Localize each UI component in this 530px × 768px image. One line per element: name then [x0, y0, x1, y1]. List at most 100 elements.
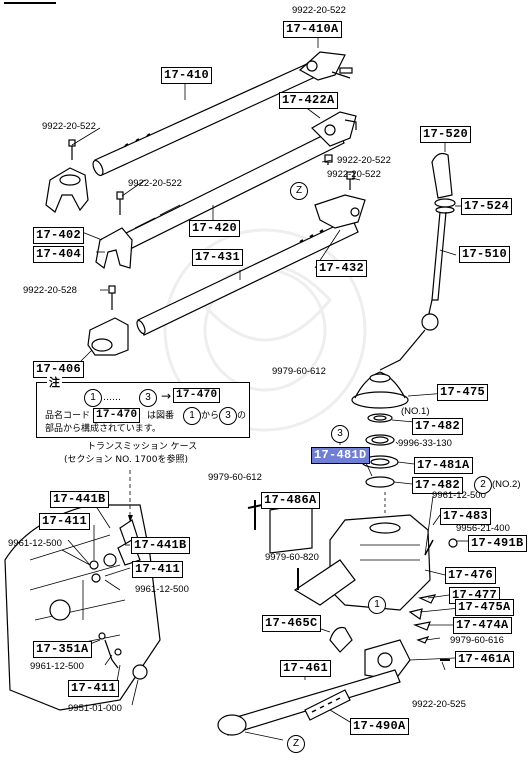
- bolt-text-9922-20-522-top: 9922-20-522: [292, 5, 346, 16]
- label-17-404[interactable]: 17-404: [33, 246, 85, 263]
- bolt-text-9922-20-522-left: 9922-20-522: [42, 121, 96, 132]
- label-17-491b[interactable]: 17-491B: [468, 535, 527, 552]
- note-line2-c: から: [201, 411, 220, 421]
- bolt-text-9961-12-500-bottom: 9961-12-500: [30, 661, 84, 672]
- note-line2-b: は図番: [147, 411, 175, 421]
- note-line2-d: の: [237, 411, 247, 421]
- label-17-524[interactable]: 17-524: [461, 198, 513, 215]
- label-17-481d[interactable]: 17-481D: [311, 447, 370, 464]
- small-parts: [408, 538, 458, 661]
- note-box: 注 1 …… 3 → 17-470 品名コード 17-470 は図番 1 から …: [36, 377, 250, 438]
- note-code-17-470[interactable]: 17-470: [93, 408, 141, 423]
- label-17-475a[interactable]: 17-475A: [455, 599, 514, 616]
- transmission-case-ref: (セクション NO. 1700を参照): [64, 455, 188, 465]
- bolt-text-9979-60-820: 9979-60-820: [265, 552, 319, 563]
- plug-9951-01-000: [98, 632, 148, 680]
- bolt-text-9979-60-612-top: 9979-60-612: [272, 366, 326, 377]
- bolt-text-9961-12-500-left: 9961-12-500: [8, 538, 62, 549]
- spring-17-490a: [304, 689, 351, 721]
- label-17-432[interactable]: 17-432: [316, 260, 368, 277]
- bolt-text-9922-20-528: 9922-20-528: [23, 285, 77, 296]
- bolt-text-9922-20-525: 9922-20-525: [412, 699, 466, 710]
- washer-17-482: [367, 413, 393, 423]
- label-17-402[interactable]: 17-402: [33, 227, 85, 244]
- label-17-461a[interactable]: 17-461A: [455, 651, 514, 668]
- shift-fork-17-406: [87, 285, 129, 356]
- bolt-text-9922-20-522-right: 9922-20-522: [337, 155, 391, 166]
- circle-mark-2: 2: [474, 476, 492, 494]
- arrow-icon: [128, 515, 133, 522]
- label-17-410a[interactable]: 17-410A: [283, 21, 342, 38]
- note-circle-1: 1: [84, 389, 102, 407]
- note-circle-1b: 1: [183, 407, 201, 425]
- label-17-482-no2[interactable]: 17-482: [412, 477, 464, 494]
- label-17-411-lower[interactable]: 17-411: [68, 680, 120, 697]
- gasket-17-486a: [269, 502, 313, 554]
- label-17-351a[interactable]: 17-351A: [33, 641, 92, 658]
- label-17-474a[interactable]: 17-474A: [453, 617, 512, 634]
- bolt-text-9979-60-612-left: 9979-60-612: [208, 472, 262, 483]
- note-heading: 注: [47, 376, 62, 389]
- label-17-510[interactable]: 17-510: [459, 246, 511, 263]
- bolt-text-9951-01-000: 9951-01-000: [68, 703, 122, 714]
- label-17-441b-lower[interactable]: 17-441B: [131, 537, 190, 554]
- label-17-482-no1[interactable]: 17-482: [412, 418, 464, 435]
- note-dots: ……: [103, 393, 121, 403]
- bolt-text-9996-33-130: 9996-33-130: [398, 438, 452, 449]
- label-17-465c[interactable]: 17-465C: [262, 615, 321, 632]
- transmission-case-title: トランスミッション ケース: [87, 442, 198, 452]
- note-line3: 部品から構成されています。: [45, 424, 161, 434]
- bolt-text-9956-21-400: 9956-21-400: [456, 523, 510, 534]
- note-line2-a: 品名コード: [45, 411, 91, 421]
- rod-17-461: [217, 669, 401, 736]
- rod-end-17-410a: [298, 51, 353, 81]
- washer-17-482-no2: [365, 476, 395, 488]
- bolt-text-9979-60-616: 9979-60-616: [450, 635, 504, 646]
- bolt-text-9961-12-500-right: 9961-12-500: [432, 490, 486, 501]
- note-ref-17-470[interactable]: 17-470: [173, 388, 221, 403]
- circle-mark-z-bottom: Z: [287, 735, 305, 753]
- label-17-410[interactable]: 17-410: [161, 67, 213, 84]
- shifter-housing: [293, 514, 431, 611]
- label-17-481a[interactable]: 17-481A: [414, 457, 473, 474]
- label-17-476[interactable]: 17-476: [445, 567, 497, 584]
- bolt-9979-60-612: [247, 500, 299, 590]
- label-17-406[interactable]: 17-406: [33, 361, 85, 378]
- label-17-411-middle[interactable]: 17-411: [132, 561, 184, 578]
- shift-boot-17-475: [351, 371, 409, 409]
- rod-end-17-432: [314, 171, 366, 229]
- label-17-441b-upper[interactable]: 17-441B: [50, 491, 109, 508]
- shift-fork-17-404: [95, 191, 133, 270]
- label-17-420[interactable]: 17-420: [189, 220, 241, 237]
- label-17-483[interactable]: 17-483: [440, 508, 492, 525]
- label-17-431[interactable]: 17-431: [192, 249, 244, 266]
- ring-9996-33-130: [365, 434, 395, 446]
- label-17-461[interactable]: 17-461: [280, 660, 332, 677]
- text-no2: (NO.2): [492, 479, 521, 490]
- circle-mark-1: 1: [368, 596, 386, 614]
- shift-lever-assembly: [379, 152, 456, 371]
- bolt-text-9961-12-500-mid: 9961-12-500: [135, 584, 189, 595]
- note-circle-3: 3: [139, 389, 157, 407]
- bolt-text-9922-20-522-mid: 9922-20-522: [128, 178, 182, 189]
- label-17-422a[interactable]: 17-422A: [279, 92, 338, 109]
- header-rule: [4, 2, 56, 4]
- label-17-486a[interactable]: 17-486A: [261, 492, 320, 509]
- rod-end-17-422a: [311, 111, 357, 165]
- label-17-520[interactable]: 17-520: [420, 126, 472, 143]
- text-no1: (NO.1): [401, 406, 430, 417]
- note-arrow: →: [161, 389, 172, 403]
- label-17-475[interactable]: 17-475: [437, 384, 489, 401]
- lever-arm-17-461a: [364, 639, 411, 681]
- label-17-490a[interactable]: 17-490A: [350, 718, 409, 735]
- label-17-411-upper[interactable]: 17-411: [39, 513, 91, 530]
- circle-mark-3: 3: [331, 425, 349, 443]
- lever-17-465c: [329, 626, 353, 653]
- circle-mark-z-top: Z: [290, 182, 308, 200]
- shift-fork-17-402: [45, 139, 89, 213]
- shift-rod-17-431: [136, 217, 359, 336]
- bolt-text-9922-20-522-right2: 9922-20-522: [327, 169, 381, 180]
- note-circle-3b: 3: [219, 407, 237, 425]
